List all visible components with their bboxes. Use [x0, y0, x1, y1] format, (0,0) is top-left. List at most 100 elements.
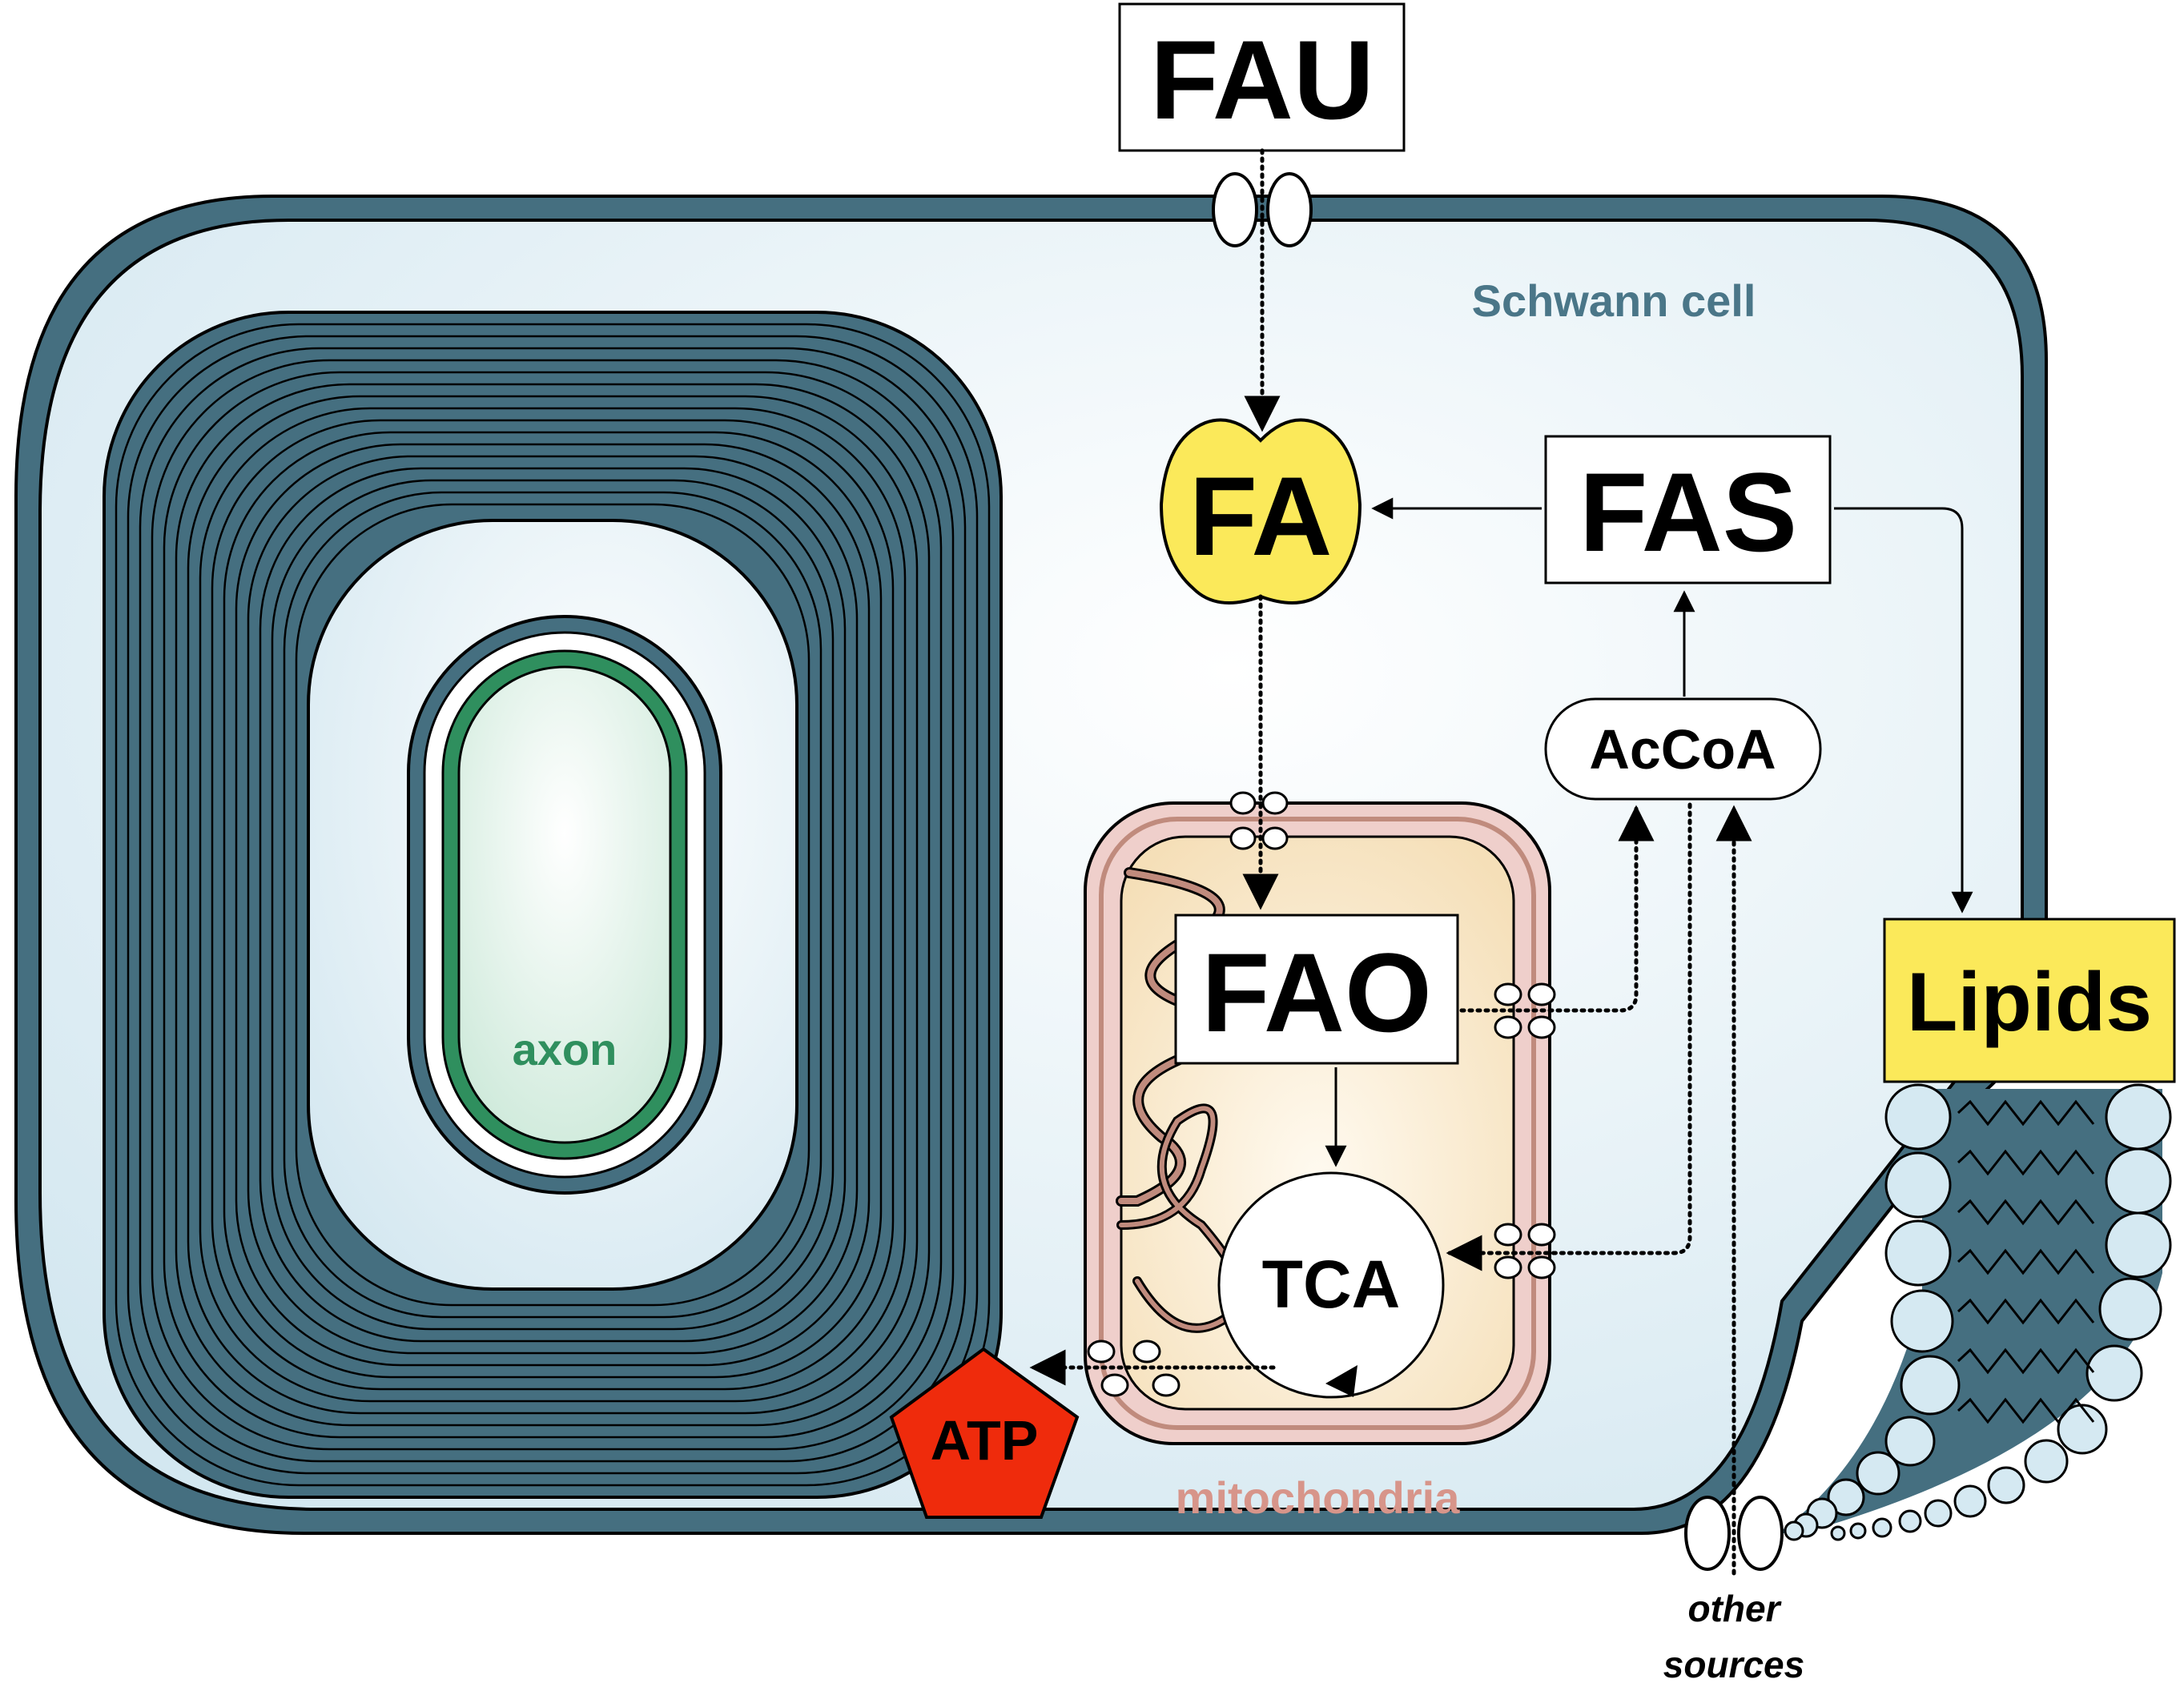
lipid-headgroup	[1849, 1522, 1867, 1540]
lipid-headgroup	[1987, 1466, 2025, 1504]
lipid-headgroup	[1856, 1451, 1900, 1496]
myelin-layer-line	[223, 431, 883, 1379]
lipid-headgroup	[1884, 1416, 1936, 1467]
fa-label: FA	[1189, 453, 1333, 579]
lipid-tail	[1957, 1199, 2095, 1226]
transporters	[1087, 172, 1784, 1571]
other-sources-line1: other	[1688, 1588, 1782, 1629]
mito-pore-atp-4	[1152, 1373, 1180, 1397]
lipid-headgroup	[2057, 1404, 2108, 1455]
myelin-layer-line	[163, 371, 943, 1439]
lipid-headgroup	[1953, 1484, 1987, 1518]
lipid-tail	[1957, 1397, 2095, 1424]
mito-pore-right-8	[1527, 1255, 1556, 1279]
fao-box	[1174, 914, 1459, 1065]
axon: axon	[407, 615, 722, 1195]
lipid-headgroup	[1924, 1499, 1953, 1528]
lipid-headgroup	[2024, 1439, 2069, 1484]
lipid-headgroup	[1830, 1525, 1846, 1541]
lipid-headgroup	[2098, 1277, 2162, 1341]
lipids-box	[1883, 918, 2176, 1083]
lipid-headgroup	[2105, 1211, 2172, 1279]
lipid-headgroup	[2105, 1147, 2172, 1215]
myelin-layer-line	[151, 359, 955, 1451]
myelin-layer-line	[175, 383, 931, 1427]
fa-node: FA	[1159, 418, 1362, 604]
arrow-fas-to-lipids	[1834, 507, 1973, 914]
lipid-tail	[1957, 1248, 2095, 1275]
atp-node: ATP	[889, 1347, 1080, 1519]
myelin-layer-line	[115, 323, 991, 1487]
myelin-layer-line	[259, 467, 847, 1343]
myelin-layer-line	[127, 335, 979, 1475]
mitochondria-intermembrane-line	[1099, 817, 1536, 1430]
myelin-layer-line	[187, 395, 919, 1415]
fao-label: FAO	[1201, 930, 1432, 1055]
axon-label: axon	[513, 1024, 617, 1074]
myelin-layer-line	[211, 419, 895, 1391]
tca-node: TCA	[1217, 1171, 1445, 1399]
lipid-headgroup	[1890, 1289, 1954, 1353]
accoa-pill	[1544, 697, 1822, 801]
lipids-label: Lipids	[1907, 956, 2152, 1049]
mito-pore-atp-1	[1087, 1340, 1116, 1364]
fau-node: FAU	[1118, 2, 1406, 152]
mito-pore-atp-3	[1100, 1373, 1129, 1397]
lipid-headgroup	[2085, 1344, 2143, 1402]
mito-pore-right-6	[1527, 1223, 1556, 1247]
lipid-headgroup	[1827, 1478, 1865, 1516]
mito-pore-right-7	[1494, 1255, 1522, 1279]
lipid-bilayer-bud	[1778, 1083, 2172, 1541]
fau-box	[1118, 2, 1406, 152]
mitochondria-label: mitochondria	[1176, 1472, 1461, 1523]
schwann-cell-label: Schwann cell	[1472, 275, 1756, 326]
mito-pore-right-5	[1494, 1223, 1522, 1247]
fao-node: FAO	[1174, 914, 1459, 1065]
lipid-tail	[1957, 1348, 2095, 1375]
lipid-headgroup	[2105, 1083, 2172, 1151]
tca-cycle-arrowhead	[1325, 1365, 1357, 1397]
mito-pore-atp-2	[1132, 1340, 1161, 1364]
accoa-node: AcCoA	[1544, 697, 1822, 801]
fas-node: FAS	[1544, 435, 1832, 584]
lipid-headgroup	[1884, 1151, 1952, 1219]
accoa-label: AcCoA	[1589, 718, 1776, 781]
myelin-layer-line	[271, 479, 835, 1331]
transporter-other-left	[1684, 1496, 1731, 1571]
mito-pore-right-1	[1494, 982, 1522, 1006]
fau-label: FAU	[1150, 17, 1374, 143]
bilayer-tail-region	[1778, 1089, 2162, 1533]
mito-pore-top-3	[1229, 826, 1257, 850]
axon-interior	[457, 665, 672, 1144]
arrow-accoa-to-tca	[1446, 802, 1692, 1271]
mito-pore-right-4	[1527, 1015, 1556, 1039]
myelin-layer-line	[199, 407, 907, 1403]
lipid-tail	[1957, 1298, 2095, 1325]
myelin-layer-line	[283, 491, 823, 1319]
lipid-headgroup	[1900, 1355, 1961, 1416]
lipid-headgroup	[1898, 1509, 1922, 1533]
lipids-node: Lipids	[1883, 918, 2176, 1083]
atp-pentagon	[889, 1347, 1080, 1519]
fas-label: FAS	[1579, 449, 1797, 575]
mito-pore-right-2	[1527, 982, 1556, 1006]
lipid-headgroup	[1884, 1083, 1952, 1151]
tca-circle	[1217, 1171, 1445, 1399]
mito-pore-top-1	[1229, 791, 1257, 815]
mito-pore-top-4	[1261, 826, 1289, 850]
tca-label: TCA	[1262, 1247, 1401, 1322]
lipid-headgroup	[1784, 1520, 1804, 1541]
myelin-layer-line	[247, 455, 859, 1355]
transporter-other-right	[1737, 1496, 1784, 1571]
pathway-arrows	[1029, 148, 1973, 1576]
mito-pore-top-2	[1261, 791, 1289, 815]
lipid-headgroup	[1884, 1219, 1952, 1287]
lipid-tail	[1957, 1099, 2095, 1127]
mitochondrion: mitochondria	[1084, 801, 1551, 1523]
transporter-fau-right	[1266, 172, 1313, 247]
mitochondria-cristae-2-inner	[1119, 1106, 1245, 1331]
lipid-headgroup	[1872, 1517, 1892, 1538]
myelin-layer-line	[139, 347, 967, 1463]
mito-pore-right-3	[1494, 1015, 1522, 1039]
